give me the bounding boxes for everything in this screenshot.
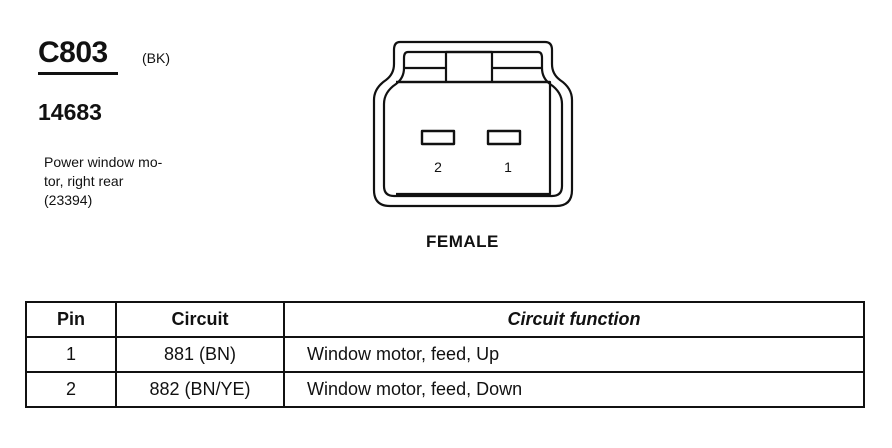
description-line: Power window mo- [44, 154, 163, 170]
connector-id-underline [38, 72, 118, 75]
connector-housing-inner [382, 50, 564, 198]
table-row: 2 882 (BN/YE) Window motor, feed, Down [25, 371, 865, 408]
part-number: 14683 [38, 99, 102, 125]
table-header-row: Pin Circuit Circuit function [25, 301, 865, 338]
description-line: tor, right rear [44, 173, 124, 189]
cell-pin: 2 [25, 371, 117, 408]
cell-function: Window motor, feed, Up [283, 336, 865, 373]
table-row: 1 881 (BN) Window motor, feed, Up [25, 336, 865, 373]
cell-function: Window motor, feed, Down [283, 371, 865, 408]
terminal-2 [420, 129, 456, 146]
cell-circuit: 882 (BN/YE) [115, 371, 285, 408]
connector-gender: FEMALE [426, 232, 499, 251]
terminal-label-1: 1 [504, 159, 512, 175]
cell-pin: 1 [25, 336, 117, 373]
header-circuit-function: Circuit function [283, 301, 865, 338]
cell-circuit: 881 (BN) [115, 336, 285, 373]
header-circuit: Circuit [115, 301, 285, 338]
pinout-table: Pin Circuit Circuit function 1 881 (BN) … [25, 301, 865, 408]
description-line: (23394) [44, 192, 93, 208]
terminal-1 [486, 129, 522, 146]
connector-latch [444, 50, 494, 84]
connector-housing-outer [372, 40, 574, 208]
connector-cavity [396, 80, 552, 196]
terminal-label-2: 2 [434, 159, 442, 175]
header-pin: Pin [25, 301, 117, 338]
connector-color: (BK) [142, 50, 170, 66]
connector-id: C803 [38, 36, 108, 69]
connector-description: Power window mo- tor, right rear (23394) [44, 153, 194, 210]
